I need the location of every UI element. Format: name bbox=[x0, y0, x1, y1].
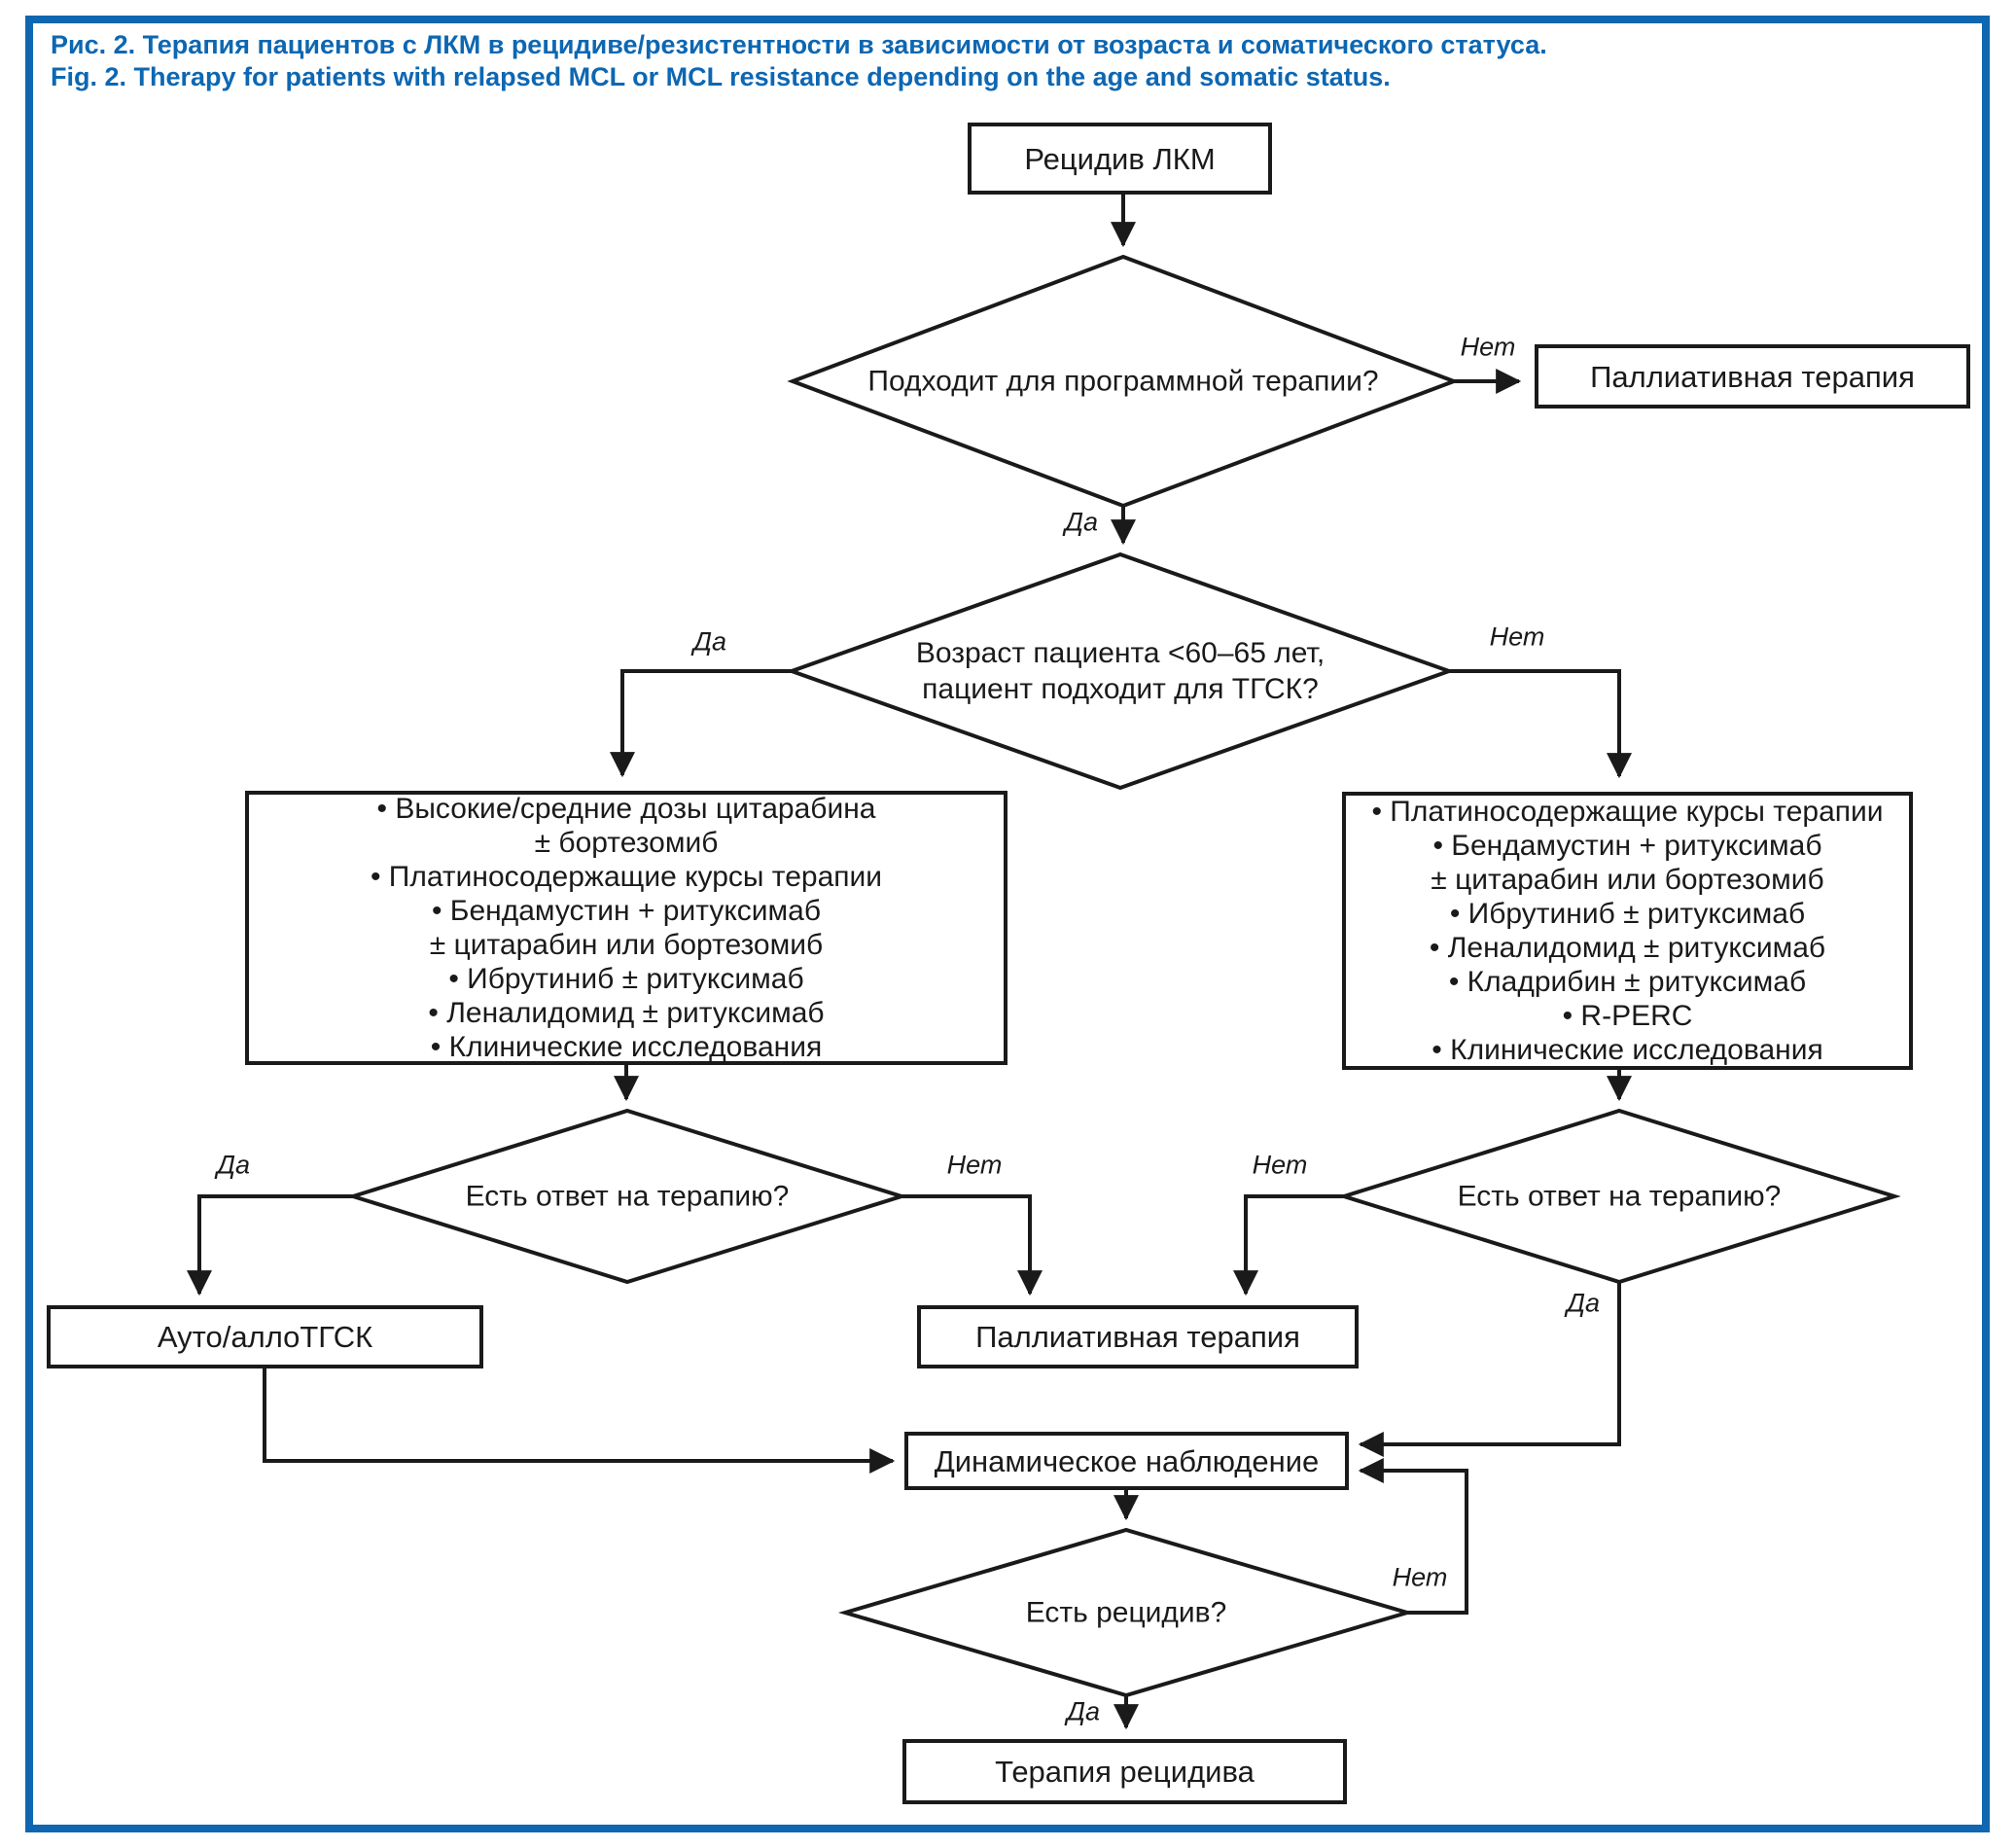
therapy-option: • Платиносодержащие курсы терапии bbox=[1371, 796, 1884, 828]
edge-response-left-yes-to-tgsk bbox=[187, 1194, 353, 1297]
therapy-option: • Леналидомид ± ритуксимаб bbox=[1429, 932, 1826, 964]
node-dynamic-observation: Динамическое наблюдение bbox=[904, 1432, 1349, 1490]
therapy-option: • Кладрибин ± ритуксимаб bbox=[1448, 966, 1807, 998]
node-relapse-mcl: Рецидив ЛКМ bbox=[968, 123, 1272, 195]
label-no-decision1: Нет bbox=[1460, 332, 1516, 362]
edge-response-right-yes-to-observation bbox=[1358, 1282, 1621, 1457]
therapy-option: ± цитарабин или бортезомиб bbox=[1431, 864, 1824, 896]
decision-age-line1: Возраст пациента <60–65 лет, bbox=[915, 637, 1326, 669]
node-auto-allo-tgsk: Ауто/аллоТГСК bbox=[47, 1305, 483, 1368]
edge-relapse-no-loop-to-observation bbox=[1358, 1458, 1468, 1615]
decision-response-left-diamond bbox=[346, 1108, 908, 1285]
therapy-option: • Леналидомид ± ритуксимаб bbox=[428, 997, 825, 1029]
decision-relapse-label: Есть рецидив? bbox=[1025, 1596, 1227, 1629]
therapy-option: • Бендамустин + ритуксимаб bbox=[1432, 830, 1822, 862]
label-yes-response-right: Да bbox=[1566, 1288, 1601, 1318]
node-relapse-therapy: Терапия рецидива bbox=[902, 1739, 1347, 1804]
label-yes-response-left: Да bbox=[216, 1150, 251, 1180]
decision-program-therapy-label: Подходит для программной терапии? bbox=[867, 365, 1379, 398]
node-palliative-therapy-mid: Паллиативная терапия bbox=[917, 1305, 1359, 1368]
decision-program-therapy-diamond bbox=[787, 254, 1460, 509]
decision-response-left-label: Есть ответ на терапию? bbox=[465, 1180, 790, 1213]
label-no-relapse: Нет bbox=[1392, 1562, 1448, 1592]
label-yes-decision1: Да bbox=[1064, 507, 1099, 537]
caption-english: Fig. 2. Therapy for patients with relaps… bbox=[51, 62, 1391, 91]
decision-age-tgsk-label: Возраст пациента <60–65 лет, пациент под… bbox=[916, 635, 1325, 707]
therapy-option: • Клинические исследования bbox=[430, 1031, 823, 1063]
therapy-option: • Бендамустин + ритуксимаб bbox=[431, 895, 822, 927]
therapy-option: • Ибрутиниб ± ритуксимаб bbox=[448, 963, 804, 995]
therapy-option: • Платиносодержащие курсы терапии bbox=[370, 861, 883, 893]
therapy-option: ± бортезомиб bbox=[534, 827, 719, 859]
label-yes-decision2: Да bbox=[692, 626, 727, 657]
therapy-option: • R-PERC bbox=[1562, 1000, 1693, 1032]
node-palliative-therapy-top: Паллиативная терапия bbox=[1535, 344, 1970, 409]
figure-frame bbox=[25, 16, 1990, 1832]
therapy-option: ± цитарабин или бортезомиб bbox=[429, 929, 824, 961]
decision-response-right-label: Есть ответ на терапию? bbox=[1457, 1180, 1782, 1213]
therapy-option: • Высокие/средние дозы цитарабина bbox=[376, 793, 876, 825]
edge-tgsk-to-observation bbox=[263, 1368, 896, 1474]
edge-response-left-no-to-palliative bbox=[901, 1194, 1043, 1297]
decision-age-tgsk-diamond bbox=[786, 551, 1455, 791]
label-no-response-right: Нет bbox=[1252, 1150, 1308, 1180]
decision-age-line2: пациент подходит для ТГСК? bbox=[922, 673, 1319, 705]
decision-relapse-diamond bbox=[837, 1527, 1415, 1698]
decision-response-right-diamond bbox=[1337, 1108, 1901, 1285]
edge-decision2-yes-to-young-box bbox=[610, 669, 792, 778]
edge-decision2-no-to-older-box bbox=[1449, 669, 1632, 779]
therapy-option: • Клинические исследования bbox=[1432, 1034, 1823, 1066]
edge-response-right-no-to-palliative bbox=[1233, 1194, 1344, 1297]
caption-russian: Рис. 2. Терапия пациентов с ЛКМ в рециди… bbox=[51, 30, 1547, 59]
node-older-therapy-options: • Платиносодержащие курсы терапии • Бенд… bbox=[1342, 792, 1913, 1070]
label-no-response-left: Нет bbox=[946, 1150, 1003, 1180]
figure-caption: Рис. 2. Терапия пациентов с ЛКМ в рециди… bbox=[51, 29, 1547, 93]
therapy-option: • Ибрутиниб ± ритуксимаб bbox=[1449, 898, 1806, 930]
label-yes-relapse: Да bbox=[1066, 1696, 1101, 1726]
node-young-therapy-options: • Высокие/средние дозы цитарабина ± борт… bbox=[245, 791, 1008, 1065]
label-no-decision2: Нет bbox=[1489, 622, 1545, 652]
